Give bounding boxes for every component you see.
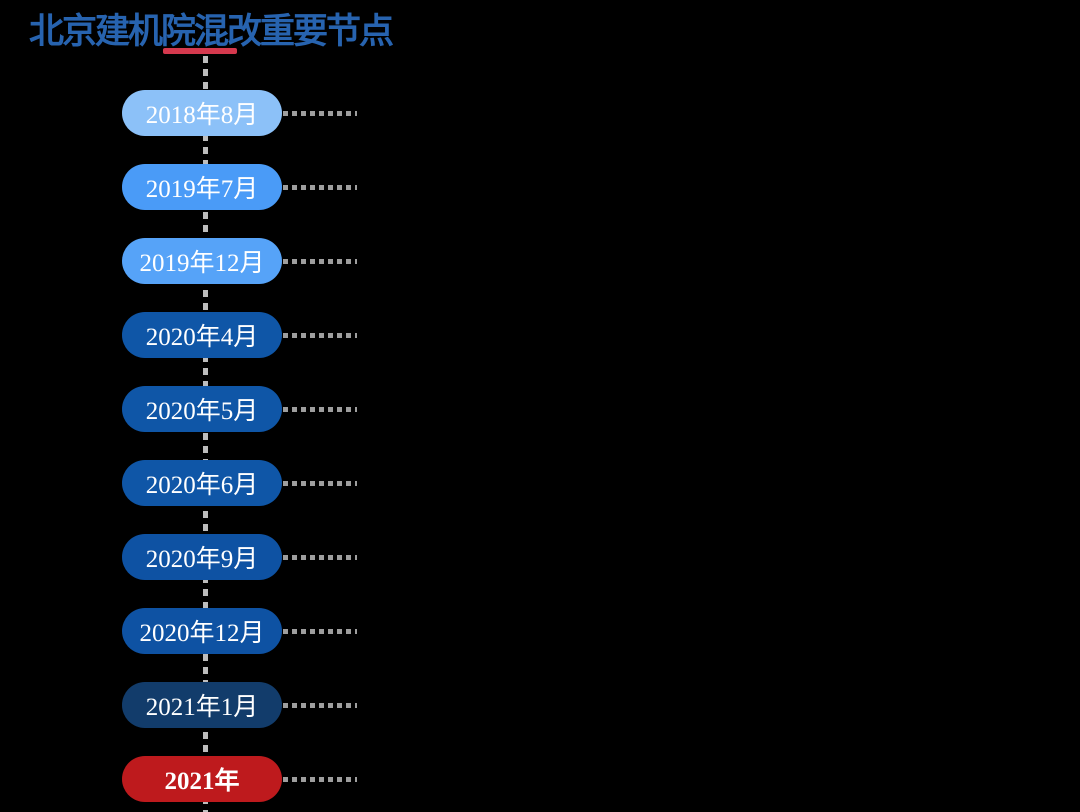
page-title: 北京建机院混改重要节点 xyxy=(29,12,394,51)
timeline-node: 2018年8月 xyxy=(122,90,282,136)
timeline-row: 2020年4月 xyxy=(122,312,357,358)
timeline-node: 2019年7月 xyxy=(122,164,282,210)
timeline-node: 2019年12月 xyxy=(122,238,282,284)
timeline-rows: 2018年8月 2019年7月 2019年12月 2020年4月 2020年5月… xyxy=(122,90,357,802)
timeline-node: 2020年9月 xyxy=(122,534,282,580)
timeline-node: 2021年 xyxy=(122,756,282,802)
timeline-row: 2020年6月 xyxy=(122,460,357,506)
timeline-row: 2020年9月 xyxy=(122,534,357,580)
title-underline xyxy=(163,48,237,54)
timeline-row: 2019年12月 xyxy=(122,238,357,284)
timeline-row: 2021年1月 xyxy=(122,682,357,728)
timeline-node: 2020年6月 xyxy=(122,460,282,506)
connector-line xyxy=(283,776,357,782)
connector-line xyxy=(283,480,357,486)
timeline-row: 2020年12月 xyxy=(122,608,357,654)
connector-line xyxy=(283,406,357,412)
connector-line xyxy=(283,110,357,116)
connector-line xyxy=(283,184,357,190)
timeline-node: 2020年5月 xyxy=(122,386,282,432)
connector-line xyxy=(283,332,357,338)
timeline-axis-line xyxy=(203,56,208,812)
timeline-row: 2018年8月 xyxy=(122,90,357,136)
timeline-node: 2020年4月 xyxy=(122,312,282,358)
timeline-row: 2020年5月 xyxy=(122,386,357,432)
timeline-row: 2021年 xyxy=(122,756,357,802)
timeline-row: 2019年7月 xyxy=(122,164,357,210)
connector-line xyxy=(283,258,357,264)
connector-line xyxy=(283,702,357,708)
connector-line xyxy=(283,628,357,634)
connector-line xyxy=(283,554,357,560)
timeline-node: 2020年12月 xyxy=(122,608,282,654)
timeline-node: 2021年1月 xyxy=(122,682,282,728)
